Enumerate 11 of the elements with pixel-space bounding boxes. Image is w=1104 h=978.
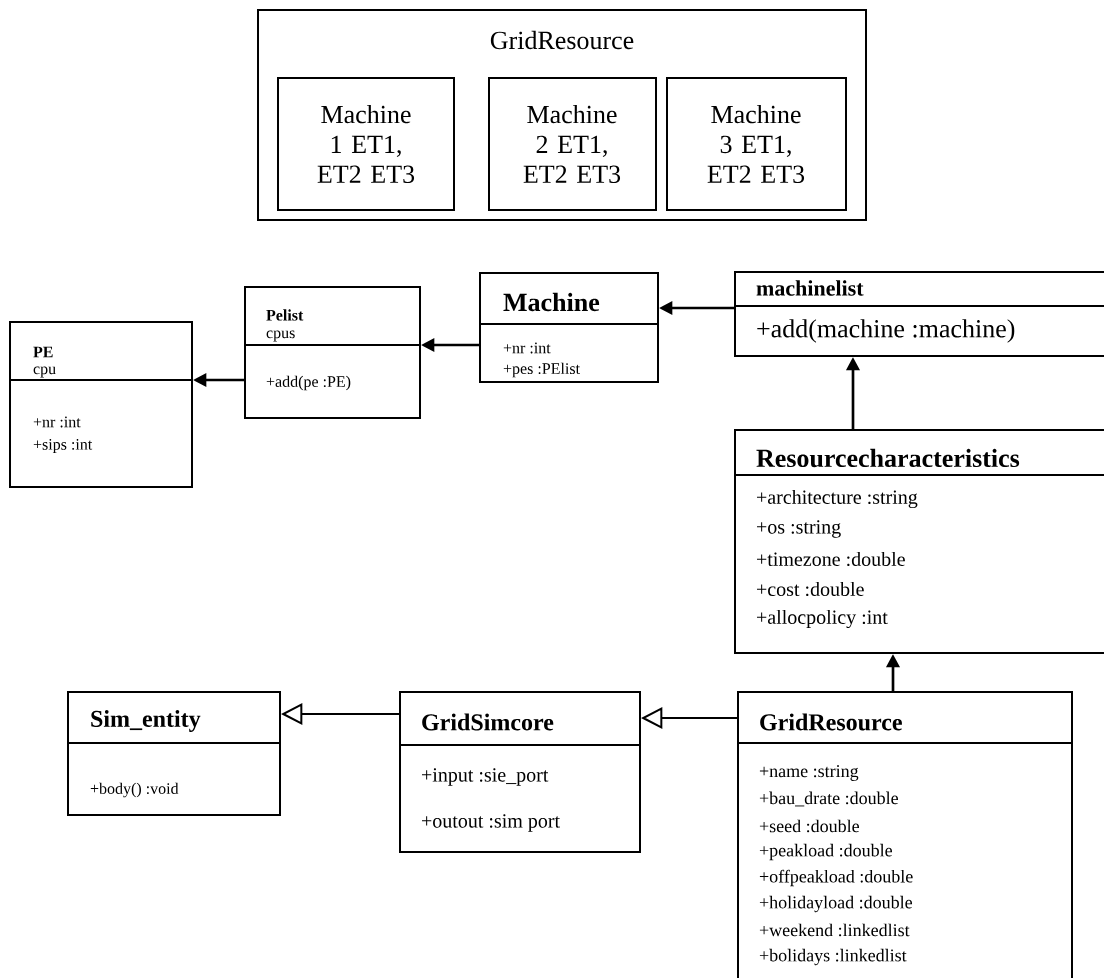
class-box: Machine +nr :int +pes :PElist [479,272,659,383]
machine-box: Machine 2 ET1, ET2 ET3 [488,77,657,211]
class-box: Resourcecharacteristics +architecture :string +os :string +timezone :double +cost :double +allocpolicy :int [734,429,1104,654]
class-box: PE cpu +nr :int +sips :int [9,321,193,488]
class-box: GridResource +name :string +bau_drate :double +seed :double +peakload :double +offpeakload :double +holidayload :double +weekend :linkedlist +bolidays :linkedlist [737,691,1073,978]
machine-box: Machine 3 ET1, ET2 ET3 [666,77,847,211]
machine-box: Machine 1 ET1, ET2 ET3 [277,77,455,211]
class-box: Pelist cpus +add(pe :PE) [244,286,421,419]
class-box: Sim_entity +body() :void [67,691,281,816]
class-box: GridSimcore +input :sie_port +outout :sim port [399,691,641,853]
class-box: machinelist +add(machine :machine) [734,271,1104,357]
